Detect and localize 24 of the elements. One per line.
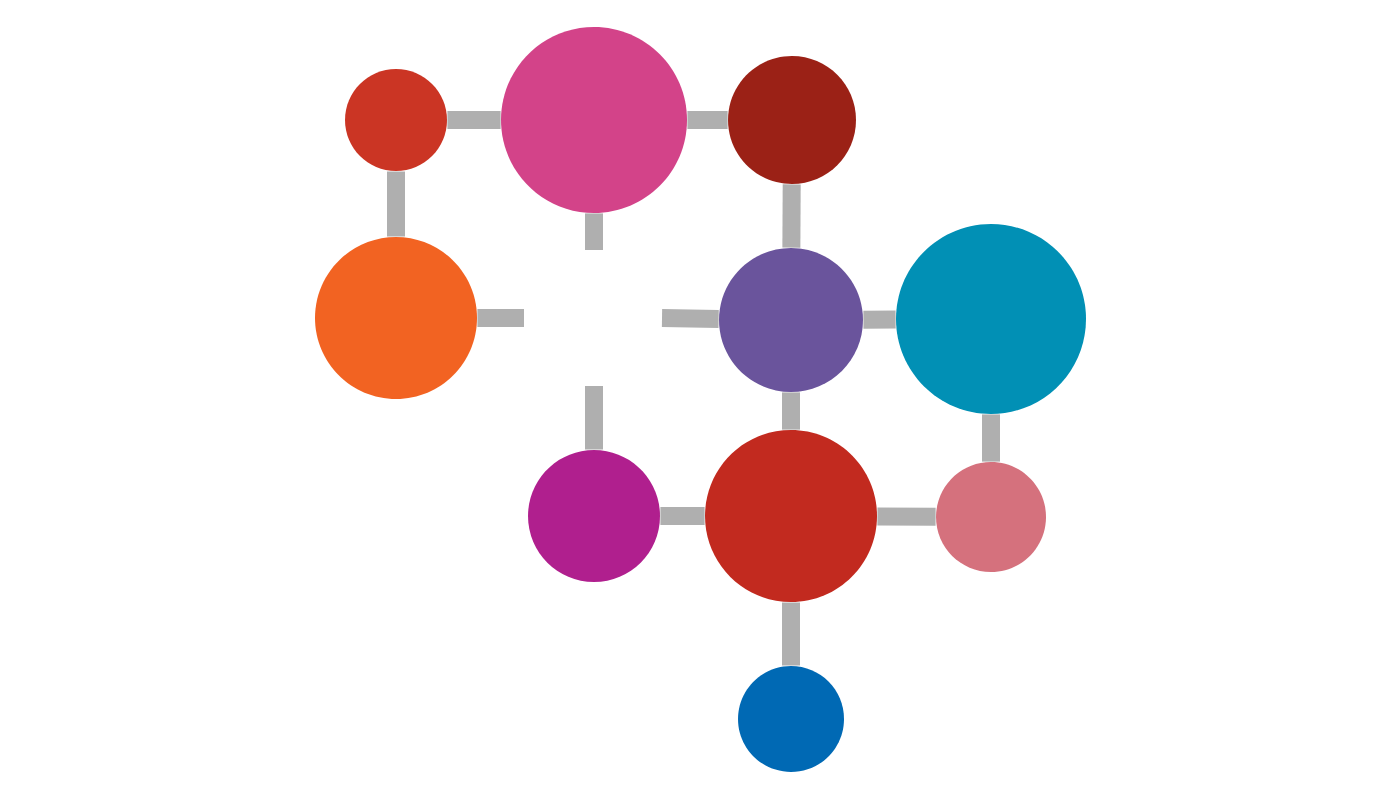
circle-node [345,69,447,171]
circle-node [728,56,856,184]
connector-line [387,171,405,237]
connector-line [782,392,800,430]
circle-node [315,237,477,399]
circle-node [501,27,687,213]
connector-line [782,602,800,666]
connector-line [782,184,801,248]
connector-line [661,309,719,328]
connector-line [585,213,603,250]
connector-line [660,507,705,525]
connector-line [447,111,501,129]
connector-line [877,507,936,526]
circle-node [896,224,1086,414]
circle-node [738,666,844,772]
connector-line [687,111,728,129]
connector-line [982,414,1000,462]
circle-node [705,430,877,602]
circle-node [719,248,863,392]
connector-line [477,309,524,327]
connector-line [585,386,603,450]
circle-node [528,450,660,582]
connector-line [863,310,896,329]
circle-node [936,462,1046,572]
